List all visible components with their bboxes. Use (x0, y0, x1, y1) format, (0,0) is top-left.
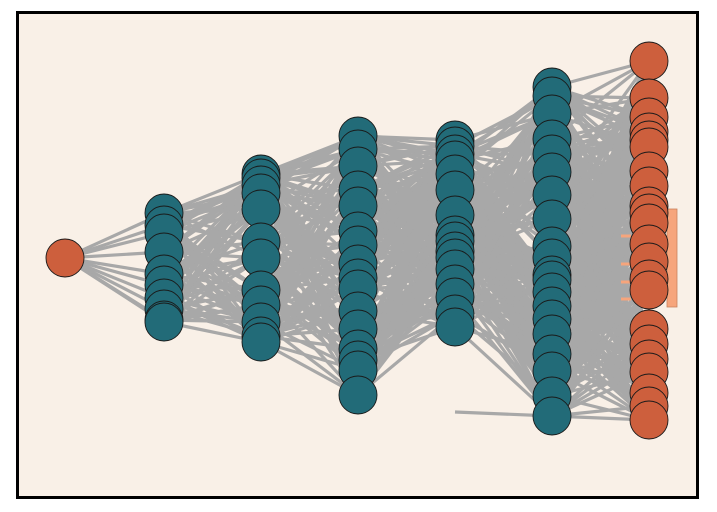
output-node (629, 41, 669, 81)
network-graph (19, 14, 696, 496)
hidden-node (241, 322, 281, 362)
edge (550, 59, 651, 141)
hidden-node (532, 396, 572, 436)
node-group (45, 41, 669, 440)
hidden-node (338, 375, 378, 415)
highlight-group (621, 208, 678, 308)
hidden-node (144, 302, 184, 342)
diagram-frame (16, 11, 699, 499)
output-node (629, 270, 669, 310)
input-node (45, 238, 85, 278)
output-highlight-bar (666, 208, 678, 308)
hidden-node (241, 189, 281, 229)
hidden-node (435, 307, 475, 347)
output-node (629, 400, 669, 440)
